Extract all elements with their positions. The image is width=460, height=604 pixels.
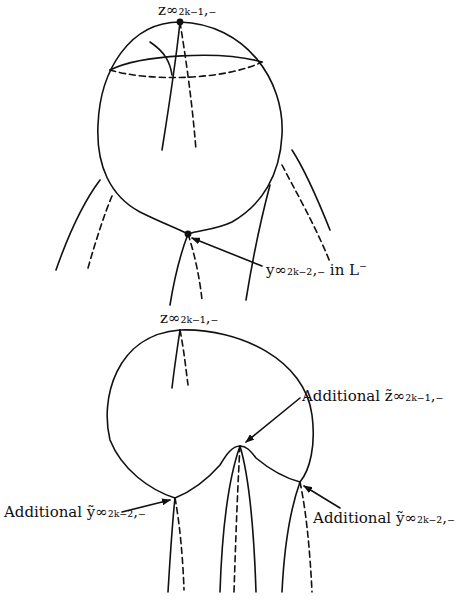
point-label: Additional z̃∞₂ₖ₋₁,₋ [302, 388, 443, 405]
point-label: y∞₂ₖ₋₂,₋ in L⁻ [266, 262, 367, 279]
point-label: Additional ỹ∞₂ₖ₋₂,₋ [313, 510, 455, 527]
point-label: Additional ỹ∞₂ₖ₋₂,₋ [4, 504, 146, 521]
point-label: z∞₂ₖ₋₁,₋ [160, 310, 219, 327]
point-label: z∞₂ₖ₋₁,₋ [158, 2, 217, 19]
